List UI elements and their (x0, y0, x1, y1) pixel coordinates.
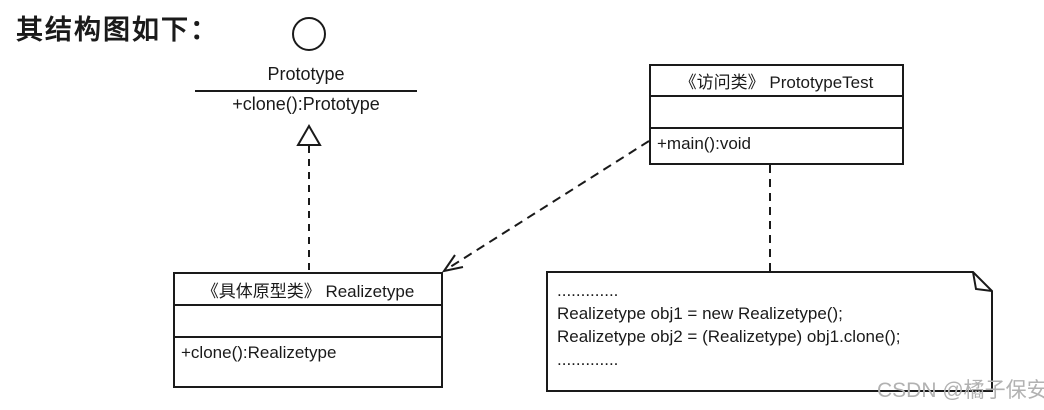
diagram-heading: 其结构图如下： (16, 15, 219, 45)
note-line: ............. (557, 281, 619, 300)
class-title-realizetype: 《具体原型类》 Realizetype (175, 274, 441, 306)
class-attributes-prototypetest (651, 97, 902, 129)
class-attributes-realizetype (175, 306, 441, 338)
note-fold-icon (972, 271, 993, 292)
class-title-prototypetest: 《访问类》 PrototypeTest (651, 66, 902, 97)
dependency-arrowhead-icon (441, 254, 464, 273)
class-box-realizetype: 《具体原型类》 Realizetype +clone():Realizetype (173, 272, 443, 388)
class-method-realizetype: +clone():Realizetype (181, 343, 337, 362)
generalization-triangle-icon (296, 124, 322, 146)
note-line: Realizetype obj2 = (Realizetype) obj1.cl… (557, 327, 901, 346)
interface-separator-line (195, 90, 417, 92)
interface-method: +clone():Prototype (232, 94, 380, 114)
dependency-dashed-line (446, 140, 650, 270)
lollipop-interface-icon (292, 17, 326, 51)
class-box-prototypetest: 《访问类》 PrototypeTest +main():void (649, 64, 904, 165)
note-code-block: ............. Realizetype obj1 = new Rea… (557, 279, 981, 371)
note-line: Realizetype obj1 = new Realizetype(); (557, 304, 843, 323)
note-shape (546, 271, 993, 392)
class-method-prototypetest: +main():void (657, 134, 752, 153)
watermark-text: CSDN @橘子保安 (877, 379, 1044, 402)
interface-name: Prototype (267, 64, 345, 84)
note-line: ............. (557, 350, 619, 369)
